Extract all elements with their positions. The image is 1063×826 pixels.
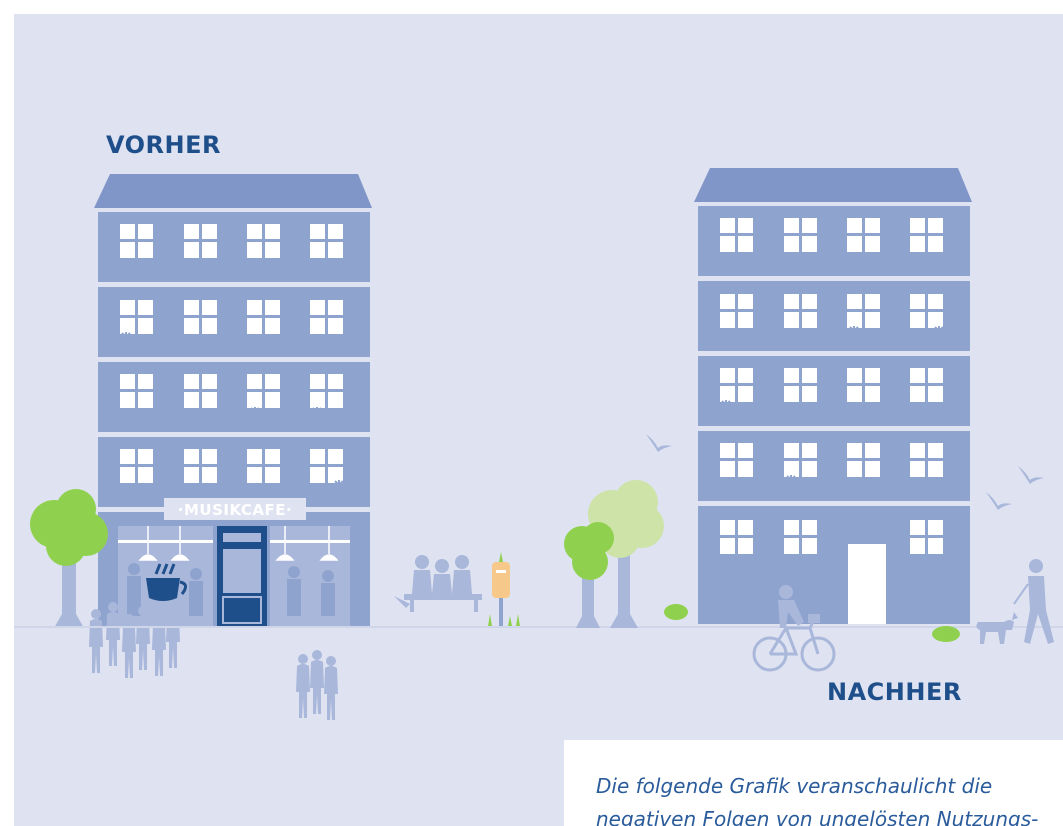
- tree-left: [30, 489, 108, 628]
- roof-before: [94, 174, 372, 208]
- scene-svg: ·MUSIKCAFE·: [14, 168, 1063, 720]
- cafe-guests: [127, 563, 335, 616]
- ground: [14, 626, 1063, 628]
- bench-people: [394, 555, 482, 612]
- grass-left: [488, 614, 520, 626]
- mailbox: [492, 552, 510, 626]
- cyclist: [778, 585, 820, 628]
- entrance-door: [848, 544, 886, 624]
- caption-box: Die folgende Grafik veranschaulicht die …: [564, 740, 1063, 826]
- bush-building: [932, 626, 960, 642]
- cafe-sign: ·MUSIKCAFE·: [178, 501, 292, 519]
- building-before: ·MUSIKCAFE·: [94, 174, 372, 628]
- dog-icon: [976, 612, 1018, 644]
- walker: [1013, 559, 1054, 644]
- lamp-icon: [138, 526, 339, 561]
- bush-right: [664, 604, 688, 620]
- caption-text: Die folgende Grafik veranschaulicht die …: [596, 774, 1039, 826]
- cafe-sign-board: [164, 498, 306, 520]
- label-before: VORHER: [106, 131, 221, 159]
- cafe-frames: [118, 540, 350, 543]
- illustration-panel: ·MUSIKCAFE·: [14, 14, 1063, 826]
- coffee-cup-icon: [146, 563, 187, 601]
- roof-after: [694, 168, 972, 202]
- building-after: [694, 168, 972, 624]
- cafe-door: [217, 526, 267, 628]
- label-after: NACHHER: [827, 678, 962, 706]
- tree-right: [564, 522, 614, 628]
